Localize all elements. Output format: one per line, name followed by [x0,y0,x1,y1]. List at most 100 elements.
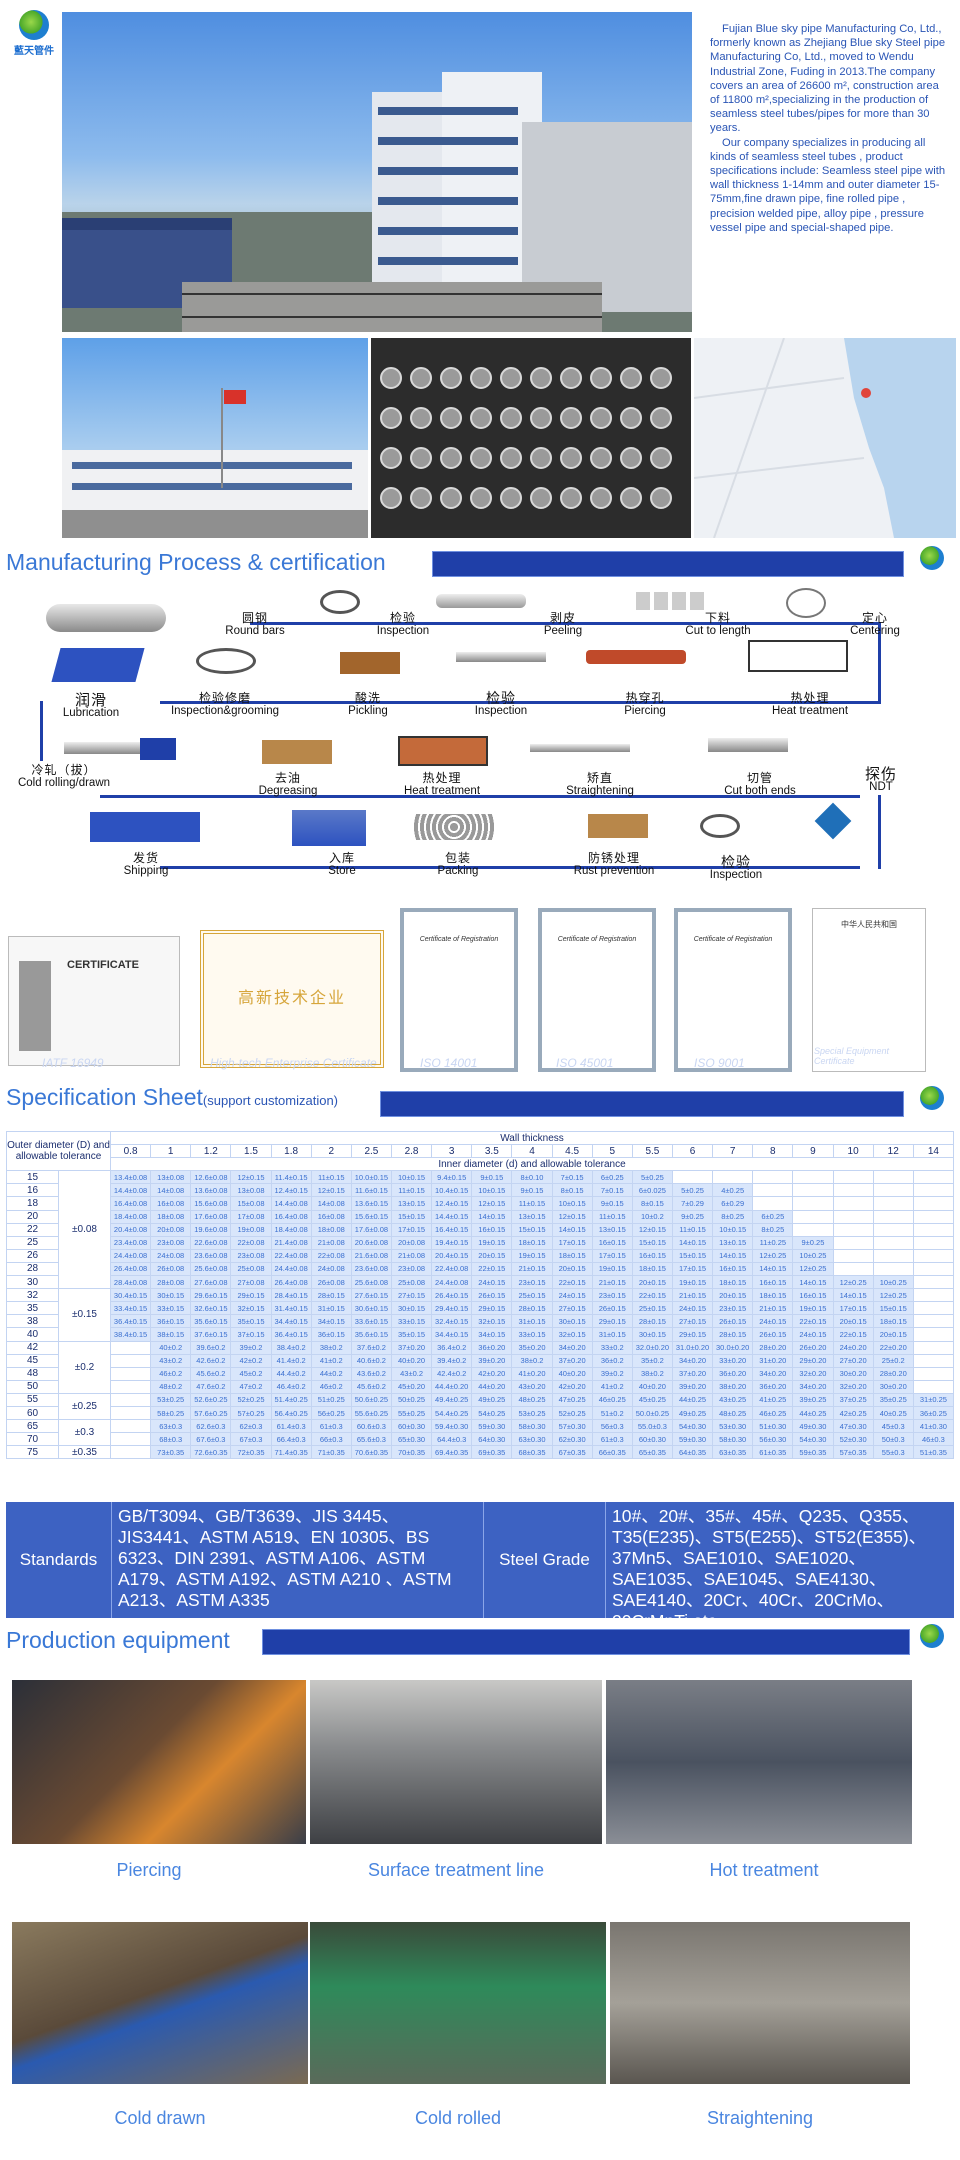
inner-diameter-cell: 42±0.20 [551,1379,593,1394]
inner-diameter-cell: 29±0.15 [591,1314,633,1329]
standards-value: GB/T3094、GB/T3639、JIS 3445、JIS3441、ASTM … [112,1502,484,1618]
rust-prevention-icon [588,814,648,838]
spec-subtitle: (support customization) [202,1093,339,1108]
inner-diameter-cell: 27±0.15 [551,1301,593,1316]
cert-caption-iatf: IATF 16949 [42,1056,104,1070]
inner-diameter-cell: 33±0.2 [591,1340,633,1355]
inner-diameter-cell: 34±0.20 [752,1366,794,1381]
inner-diameter-cell: 39.6±0.2 [190,1340,232,1355]
tolerance: ±0.2 [58,1340,111,1394]
inner-diameter-cell: 44.4±0.20 [431,1379,473,1394]
inner-diameter-cell: 21±0.15 [511,1261,553,1277]
about-paragraph-1: Fujian Blue sky pipe Manufacturing Co, L… [710,23,946,135]
inner-diameter-cell [752,1183,794,1198]
inner-diameter-cell: 64.4±0.3 [431,1432,473,1447]
inner-diameter-cell: 26±0.08 [310,1275,352,1290]
outer-diameter: 38 [6,1314,59,1329]
inner-diameter-cell: 28±0.15 [631,1314,673,1329]
inner-diameter-cell: 32.6±0.15 [190,1301,232,1316]
inner-diameter-cell: 43±0.2 [390,1366,433,1381]
inner-diameter-cell: 12.4±0.15 [431,1196,473,1211]
inner-diameter-cell: 68±0.3 [150,1432,192,1447]
inner-diameter-cell: 67±0.35 [551,1445,593,1460]
inner-diameter-cell: 52±0.25 [230,1392,272,1407]
inner-diameter-cell: 25.6±0.08 [190,1261,232,1277]
inner-diameter-cell: 19.6±0.08 [190,1222,232,1237]
inner-diameter-cell: 65.6±0.3 [350,1432,392,1447]
inner-diameter-cell: 9±0.15 [471,1170,513,1185]
inner-diameter-cell: 52.6±0.25 [190,1392,232,1407]
inner-diameter-cell: 18±0.15 [872,1314,914,1329]
inner-diameter-cell: 11±0.25 [752,1235,794,1250]
inner-diameter-cell: 27±0.20 [832,1353,874,1368]
inner-diameter-cell: 57±0.30 [551,1419,593,1434]
inner-diameter-cell: 7±0.15 [551,1170,593,1185]
inner-diameter-cell: 51±0.35 [912,1445,955,1460]
spec-title: Specification Sheet [6,1084,203,1110]
inner-diameter-cell: 30±0.15 [631,1327,673,1342]
inner-diameter-cell: 66.4±0.3 [270,1432,312,1447]
inner-diameter-cell: 41±0.30 [912,1419,955,1434]
inner-diameter-cell: 69.4±0.35 [431,1445,473,1460]
inner-diameter-cell: 12.6±0.08 [190,1170,232,1185]
inner-diameter-cell: 24.4±0.08 [431,1275,473,1290]
inner-diameter-cell: 24±0.15 [792,1327,834,1342]
inner-diameter-cell: 25±0.15 [511,1288,553,1303]
inner-diameter-cell: 54±0.30 [792,1432,834,1447]
inner-diameter-cell [912,1183,955,1198]
inner-diameter-cell: 23±0.15 [511,1275,553,1290]
inner-diameter-cell: 35±0.15 [390,1327,433,1342]
cert-heading: Certificate of Registration [419,936,499,943]
inner-diameter-cell: 49±0.25 [671,1405,714,1421]
inner-diameter-cell: 28±0.15 [310,1288,352,1303]
inner-diameter-cell [872,1222,914,1237]
pickling-icon [340,652,400,674]
inner-diameter-cell [912,1366,955,1381]
inner-diameter-cell: 14±0.08 [150,1183,192,1198]
inner-diameter-cell: 51±0.30 [752,1419,794,1434]
inner-diameter-cell: 18.4±0.08 [270,1222,312,1237]
inner-diameter-cell [109,1419,152,1434]
inner-diameter-cell: 40±0.2 [150,1340,192,1355]
inner-diameter-cell: 19±0.15 [792,1301,834,1316]
drawing-die-icon [140,738,176,760]
inner-diameter-cell: 60.6±0.3 [350,1419,392,1434]
inner-diameter-cell: 22±0.15 [631,1288,673,1303]
inner-diameter-cell: 59±0.30 [471,1419,513,1434]
section-logo [920,1086,944,1110]
cert-heading: CERTIFICATE [67,959,139,971]
brand-logo: 藍天管件 [14,10,54,57]
equipment-caption-hot-treatment: Hot treatment [709,1860,819,1880]
wall-value: 1.5 [230,1144,272,1159]
inner-diameter-cell: 26.4±0.15 [431,1288,473,1303]
inner-diameter-cell: 35.6±0.15 [350,1327,392,1342]
inner-diameter-cell: 36±0.25 [912,1405,955,1421]
inspection-icon [320,590,360,614]
inner-diameter-cell: 22.4±0.08 [431,1261,473,1277]
inner-diameter-cell: 26.4±0.08 [109,1261,152,1277]
inner-diameter-cell: 48±0.2 [150,1379,192,1394]
inner-diameter-cell: 41±0.2 [310,1353,352,1368]
inner-diameter-cell: 18±0.15 [712,1275,754,1290]
outer-diameter: 25 [6,1235,59,1250]
inner-diameter-cell: 31±0.25 [912,1392,955,1407]
building-photo [62,338,368,538]
heat-treatment-icon [398,736,488,766]
inner-diameter-cell: 33±0.15 [390,1314,433,1329]
inner-diameter-cell: 32±0.20 [832,1379,874,1394]
straightening-icon [530,744,630,752]
inner-diameter-cell: 12±0.25 [752,1248,794,1263]
inner-diameter-cell: 9±0.15 [511,1183,553,1198]
flow-line-left [40,701,43,761]
outer-diameter: 15 [6,1170,59,1185]
packing-icon [414,814,494,840]
